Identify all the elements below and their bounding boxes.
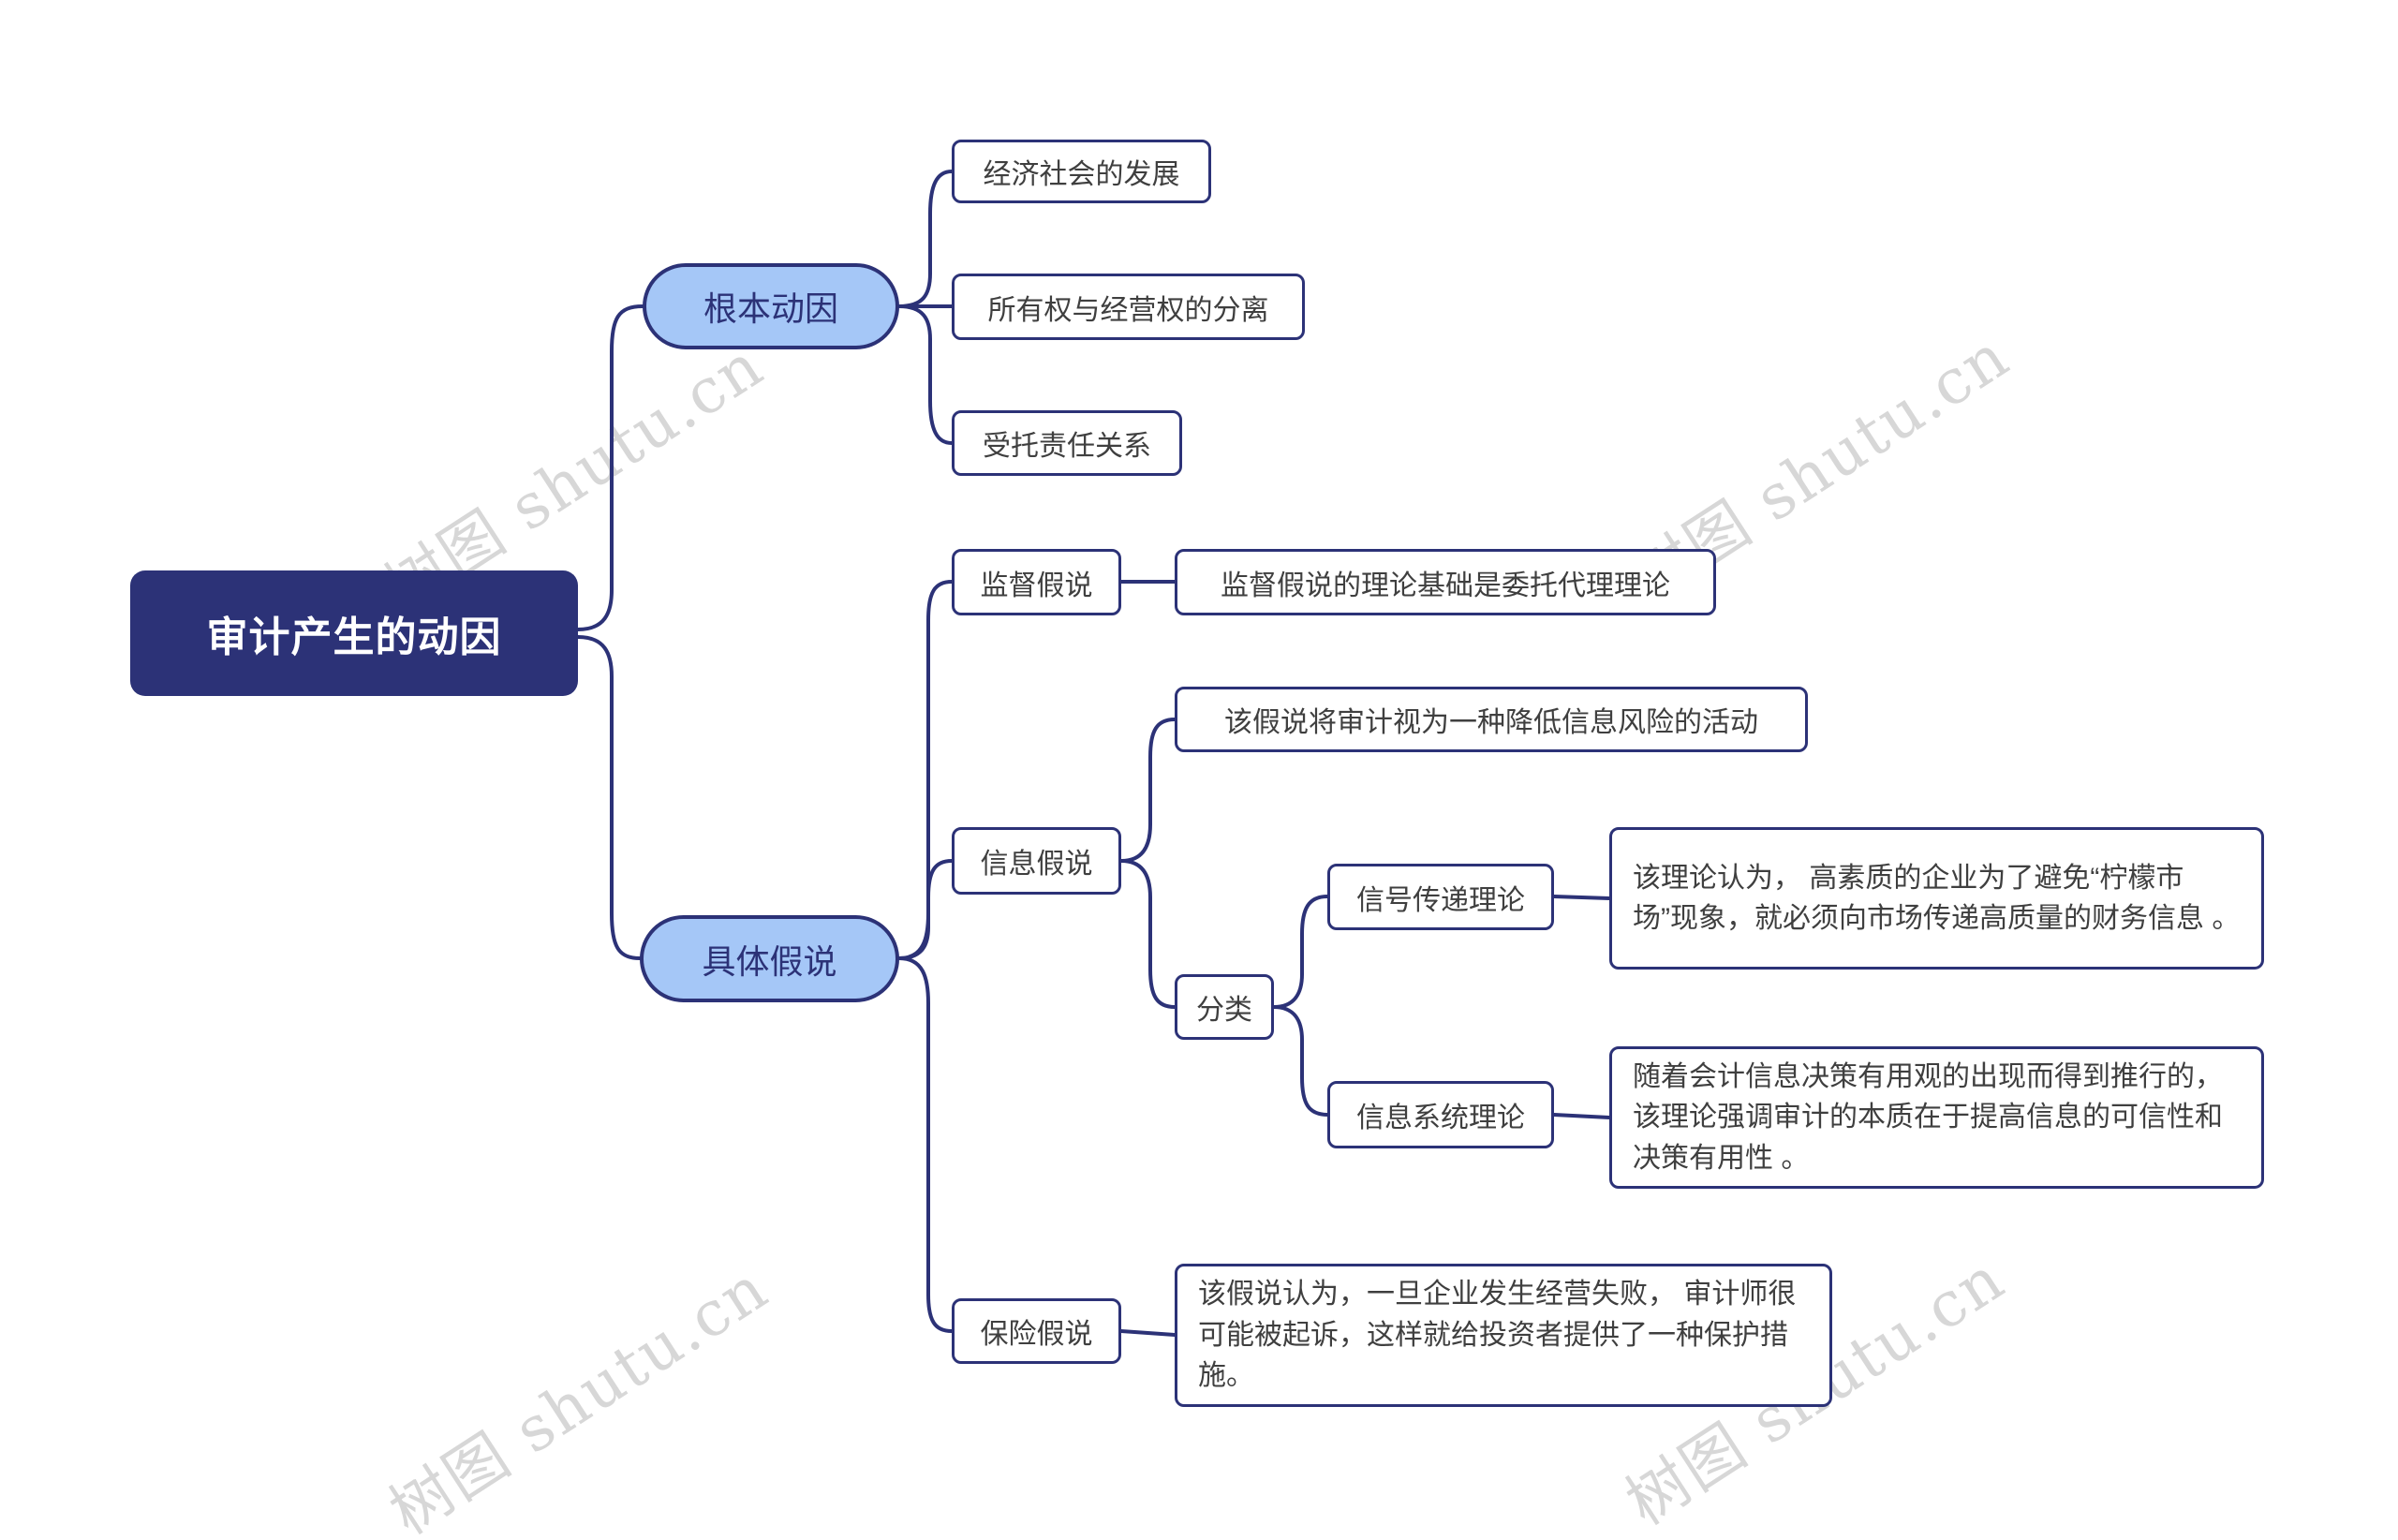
node-information-system-description[interactable]: 随着会计信息决策有用观的出现而得到推行的， 该理论强调审计的本质在于提高信息的可… [1609,1046,2264,1189]
node-infosystem-desc-label: 随着会计信息决策有用观的出现而得到推行的， 该理论强调审计的本质在于提高信息的可… [1633,1060,2223,1174]
connector-signaling-desc [1552,895,1611,900]
node-supervision-label: 监督假说 [980,570,1093,601]
node-fiduciary-label: 受托责任关系 [983,431,1151,462]
connector-insurance-desc [1119,1329,1177,1337]
node-signaling-desc-label: 该理论认为， 高素质的企业为了避免“柠檬市场”现象，就必须向市场传递高质量的财务… [1633,862,2241,935]
node-economic-label: 经济社会的发展 [983,159,1180,190]
connector-fundamental-economic [897,170,954,308]
connector-fundamental-fiduciary [897,304,954,445]
node-economic-development[interactable]: 经济社会的发展 [952,140,1211,203]
node-information-hypothesis[interactable]: 信息假说 [952,827,1121,895]
connector-information-classification [1119,859,1177,1009]
connector-hypotheses-insurance [897,956,954,1333]
node-insurance-label: 保险假说 [980,1319,1093,1350]
connector-information-desc [1119,718,1177,863]
node-supervision-hypothesis[interactable]: 监督假说 [952,549,1121,615]
node-information-desc-label: 该假说将审计视为一种降低信息风险的活动 [1224,707,1758,738]
node-supervision-description[interactable]: 监督假说的理论基础是委托代理理论 [1175,549,1716,615]
node-hypotheses-label: 具体假说 [702,941,837,981]
node-ownership-label: 所有权与经营权的分离 [987,294,1269,326]
node-infosystem-label: 信息系统理论 [1356,1103,1525,1133]
node-insurance-hypothesis[interactable]: 保险假说 [952,1298,1121,1364]
node-insurance-description[interactable]: 该假说认为，一旦企业发生经营失败， 审计师很可能被起诉，这样就给投资者提供了一种… [1175,1264,1832,1407]
node-insurance-desc-label: 该假说认为，一旦企业发生经营失败， 审计师很可能被起诉，这样就给投资者提供了一种… [1198,1279,1797,1392]
connector-classification-infosystem [1272,1005,1329,1117]
node-signaling-label: 信号传递理论 [1356,884,1525,916]
node-supervision-desc-label: 监督假说的理论基础是委托代理理论 [1221,570,1670,601]
node-classification[interactable]: 分类 [1175,974,1274,1040]
connector-infosystem-desc [1552,1113,1611,1119]
connector-hypotheses-supervision [897,580,954,960]
node-signaling-theory[interactable]: 信号传递理论 [1327,864,1554,930]
connector-root-hypotheses [576,635,642,960]
node-fundamental-label: 根本动因 [703,289,838,328]
node-classification-label: 分类 [1196,995,1252,1026]
connector-hypotheses-information [897,859,954,960]
node-ownership-separation[interactable]: 所有权与经营权的分离 [952,274,1305,340]
connector-root-fundamental [576,304,644,631]
node-specific-hypotheses[interactable]: 具体假说 [640,915,899,1002]
connector-classification-signaling [1272,895,1329,1009]
node-information-system-theory[interactable]: 信息系统理论 [1327,1081,1554,1148]
node-fundamental-cause[interactable]: 根本动因 [643,263,899,349]
node-signaling-theory-description[interactable]: 该理论认为， 高素质的企业为了避免“柠檬市场”现象，就必须向市场传递高质量的财务… [1609,827,2264,970]
node-fiduciary-relationship[interactable]: 受托责任关系 [952,410,1182,476]
node-root-audit-motivation[interactable]: 审计产生的动因 [130,570,578,696]
node-root-label: 审计产生的动因 [206,615,502,660]
node-information-description[interactable]: 该假说将审计视为一种降低信息风险的活动 [1175,687,1808,752]
node-information-label: 信息假说 [980,849,1093,880]
